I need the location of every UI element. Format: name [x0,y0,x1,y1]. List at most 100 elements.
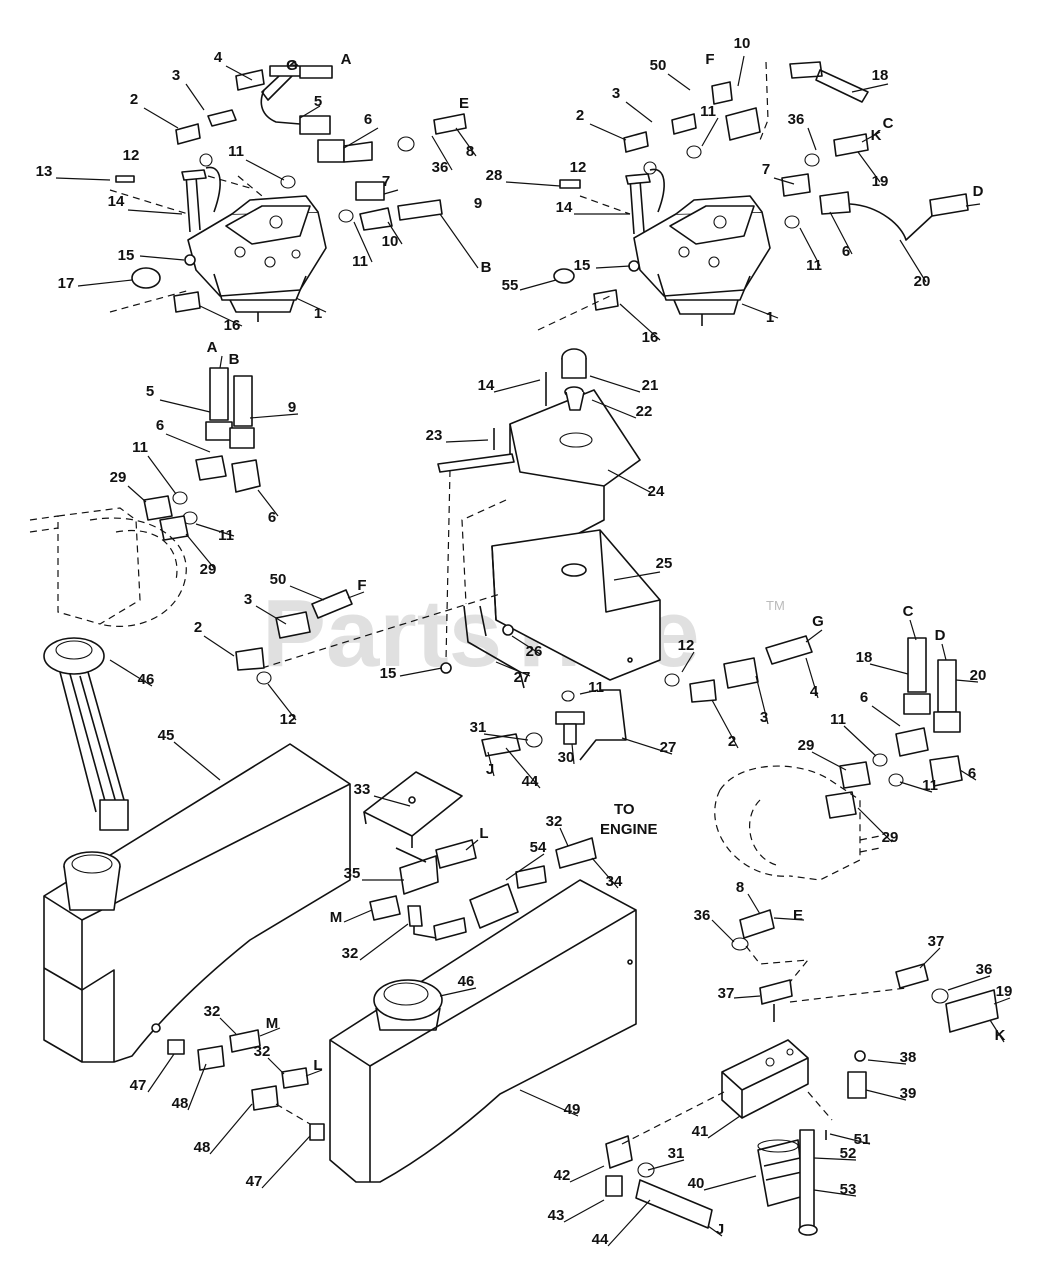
callout-label: 7 [762,161,770,178]
callout-label: 11 [922,777,938,794]
callout-label: 11 [352,253,368,270]
callout-label: D [973,183,984,200]
callout-label: 11 [700,103,716,120]
callout-label: 50 [270,571,287,588]
callout-label: B [481,259,492,276]
callout-label: 41 [692,1123,709,1140]
callout-label: G [812,613,824,630]
hose-assembly-right [664,635,813,703]
callout-label: 14 [108,193,125,210]
callout-label: F [705,51,714,68]
callout-label: L [479,825,488,842]
callout-label: 37 [718,985,735,1002]
hose-assembly-mid-left [235,589,353,685]
callout-label: B [229,351,240,368]
callout-label: 6 [968,765,976,782]
callout-label: 38 [900,1049,917,1066]
callout-label: 51 [854,1131,871,1148]
pump-assembly-right [537,61,969,331]
callout-label: 9 [474,195,482,212]
callout-label: 42 [554,1167,571,1184]
callout-label: 32 [342,945,359,962]
callout-label: 8 [736,879,744,896]
callout-label: 35 [344,865,361,882]
callout-label: 20 [970,667,987,684]
callout-label: 45 [158,727,175,744]
callout-label: 49 [564,1101,581,1118]
callout-label: 2 [130,91,138,108]
callout-label: 12 [280,711,297,728]
callout-label: 3 [244,591,252,608]
callout-label: 46 [458,973,475,990]
callout-label: 53 [840,1181,857,1198]
callout-label: 20 [914,273,931,290]
callout-label: 23 [426,427,443,444]
callout-label: 16 [642,329,659,346]
callout-label: 6 [842,243,850,260]
callout-label: 6 [268,509,276,526]
callout-label: 5 [314,93,322,110]
callout-label: C [903,603,914,620]
callout-label: 11 [830,711,846,728]
watermark-tm: TM [766,598,785,613]
callout-label: 48 [194,1139,211,1156]
callout-label: 55 [502,277,519,294]
callout-label: 2 [728,733,736,750]
callout-label: 25 [656,555,673,572]
callout-label: 31 [668,1145,685,1162]
callout-label: M [266,1015,279,1032]
callout-label: 10 [734,35,751,52]
callout-label: 37 [928,933,945,950]
callout-label: 52 [840,1145,857,1162]
callout-label: 44 [592,1231,609,1248]
callout-label: 40 [688,1175,705,1192]
note-to-engine-line1: TO [614,801,635,818]
callout-label: 6 [860,689,868,706]
callout-label: 15 [118,247,135,264]
callout-label: E [793,907,803,924]
motor-assembly-left [29,367,261,628]
callout-label: 12 [678,637,695,654]
callout-label: J [486,761,494,778]
callout-label: 1 [314,305,322,322]
callout-label: 33 [354,781,371,798]
callout-label: E [459,95,469,112]
callout-label: 11 [218,527,234,544]
callout-label: 2 [194,619,202,636]
callout-label: 7 [382,173,390,190]
callout-label: 3 [760,709,768,726]
callout-label: 18 [856,649,873,666]
callout-label: 32 [546,813,563,830]
callout-label: 46 [138,671,155,688]
callout-label: 11 [588,679,604,696]
callout-label: 11 [806,257,822,274]
callout-label: 6 [364,111,372,128]
callout-label: 21 [642,377,659,394]
callout-label: 12 [123,147,140,164]
callout-label: 48 [172,1095,189,1112]
callout-label: 31 [470,719,487,736]
callout-label: 10 [382,233,399,250]
callout-label: 34 [606,873,623,890]
callout-label: 27 [514,669,531,686]
callout-label: 29 [882,829,899,846]
callout-label: L [313,1057,322,1074]
callout-label: 3 [172,67,180,84]
callout-label: 36 [788,111,805,128]
callout-label: 26 [526,643,543,660]
callout-label: 15 [380,665,397,682]
callout-label: C [883,115,894,132]
pump-assembly-left [109,61,467,322]
callout-label: 47 [246,1173,263,1190]
callout-label: 36 [976,961,993,978]
callout-label: 36 [694,907,711,924]
callout-label: 1 [766,309,774,326]
callout-label: 28 [486,167,503,184]
callout-label: 17 [58,275,75,292]
center-tank-assembly [261,348,661,761]
callout-label: 54 [530,839,547,856]
callout-label: 27 [660,739,677,756]
callout-label: 2 [576,107,584,124]
